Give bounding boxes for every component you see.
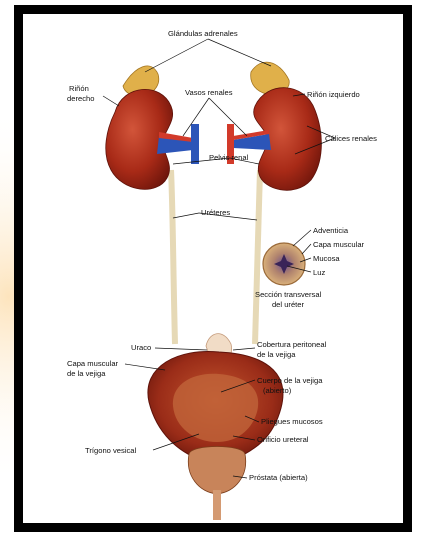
right-ureter [171,170,175,344]
label-renal-pelvis: Pelvis renal [209,153,248,162]
label-adrenal-glands: Glándulas adrenales [168,29,238,38]
label-right-kidney-line2: derecho [67,94,94,103]
label-trigone: Trígono vesical [85,446,136,455]
label-adventitia: Adventicia [313,226,348,235]
label-bladder-muscle-line2: de la vejiga [67,369,105,378]
label-ureteral-orifice: Orificio ureteral [257,435,308,444]
label-left-kidney: Riñón izquierdo [307,90,360,99]
label-peritoneal-line1: Cobertura peritoneal [257,340,326,349]
label-cross-section-line1: Sección transversal [255,290,321,299]
label-bladder-body-line1: Cuerpo de la vejiga [257,376,322,385]
label-urachus: Uraco [131,343,151,352]
label-cross-section-line2: del uréter [255,300,321,309]
label-prostate: Próstata (abierta) [249,473,308,482]
label-bladder-body-line2: (abierto) [263,386,291,395]
prostate [188,447,245,495]
label-lumen: Luz [313,268,325,277]
label-muscular-layer: Capa muscular [313,240,364,249]
label-renal-vessels: Vasos renales [185,88,233,97]
label-bladder-muscle-line1: Capa muscular [67,359,118,368]
left-ureter [255,170,260,344]
diagram-panel: Glándulas adrenales Riñón derecho Vasos … [23,14,403,523]
label-mucosal-folds: Pliegues mucosos [261,417,323,426]
label-mucosa: Mucosa [313,254,340,263]
label-ureters: Uréteres [201,208,230,217]
label-peritoneal-line2: de la vejiga [257,350,295,359]
label-right-kidney-line1: Riñón [69,84,89,93]
vena-cava [191,124,199,164]
label-renal-calyces: Cálices renales [325,134,377,143]
urethra [213,490,221,520]
